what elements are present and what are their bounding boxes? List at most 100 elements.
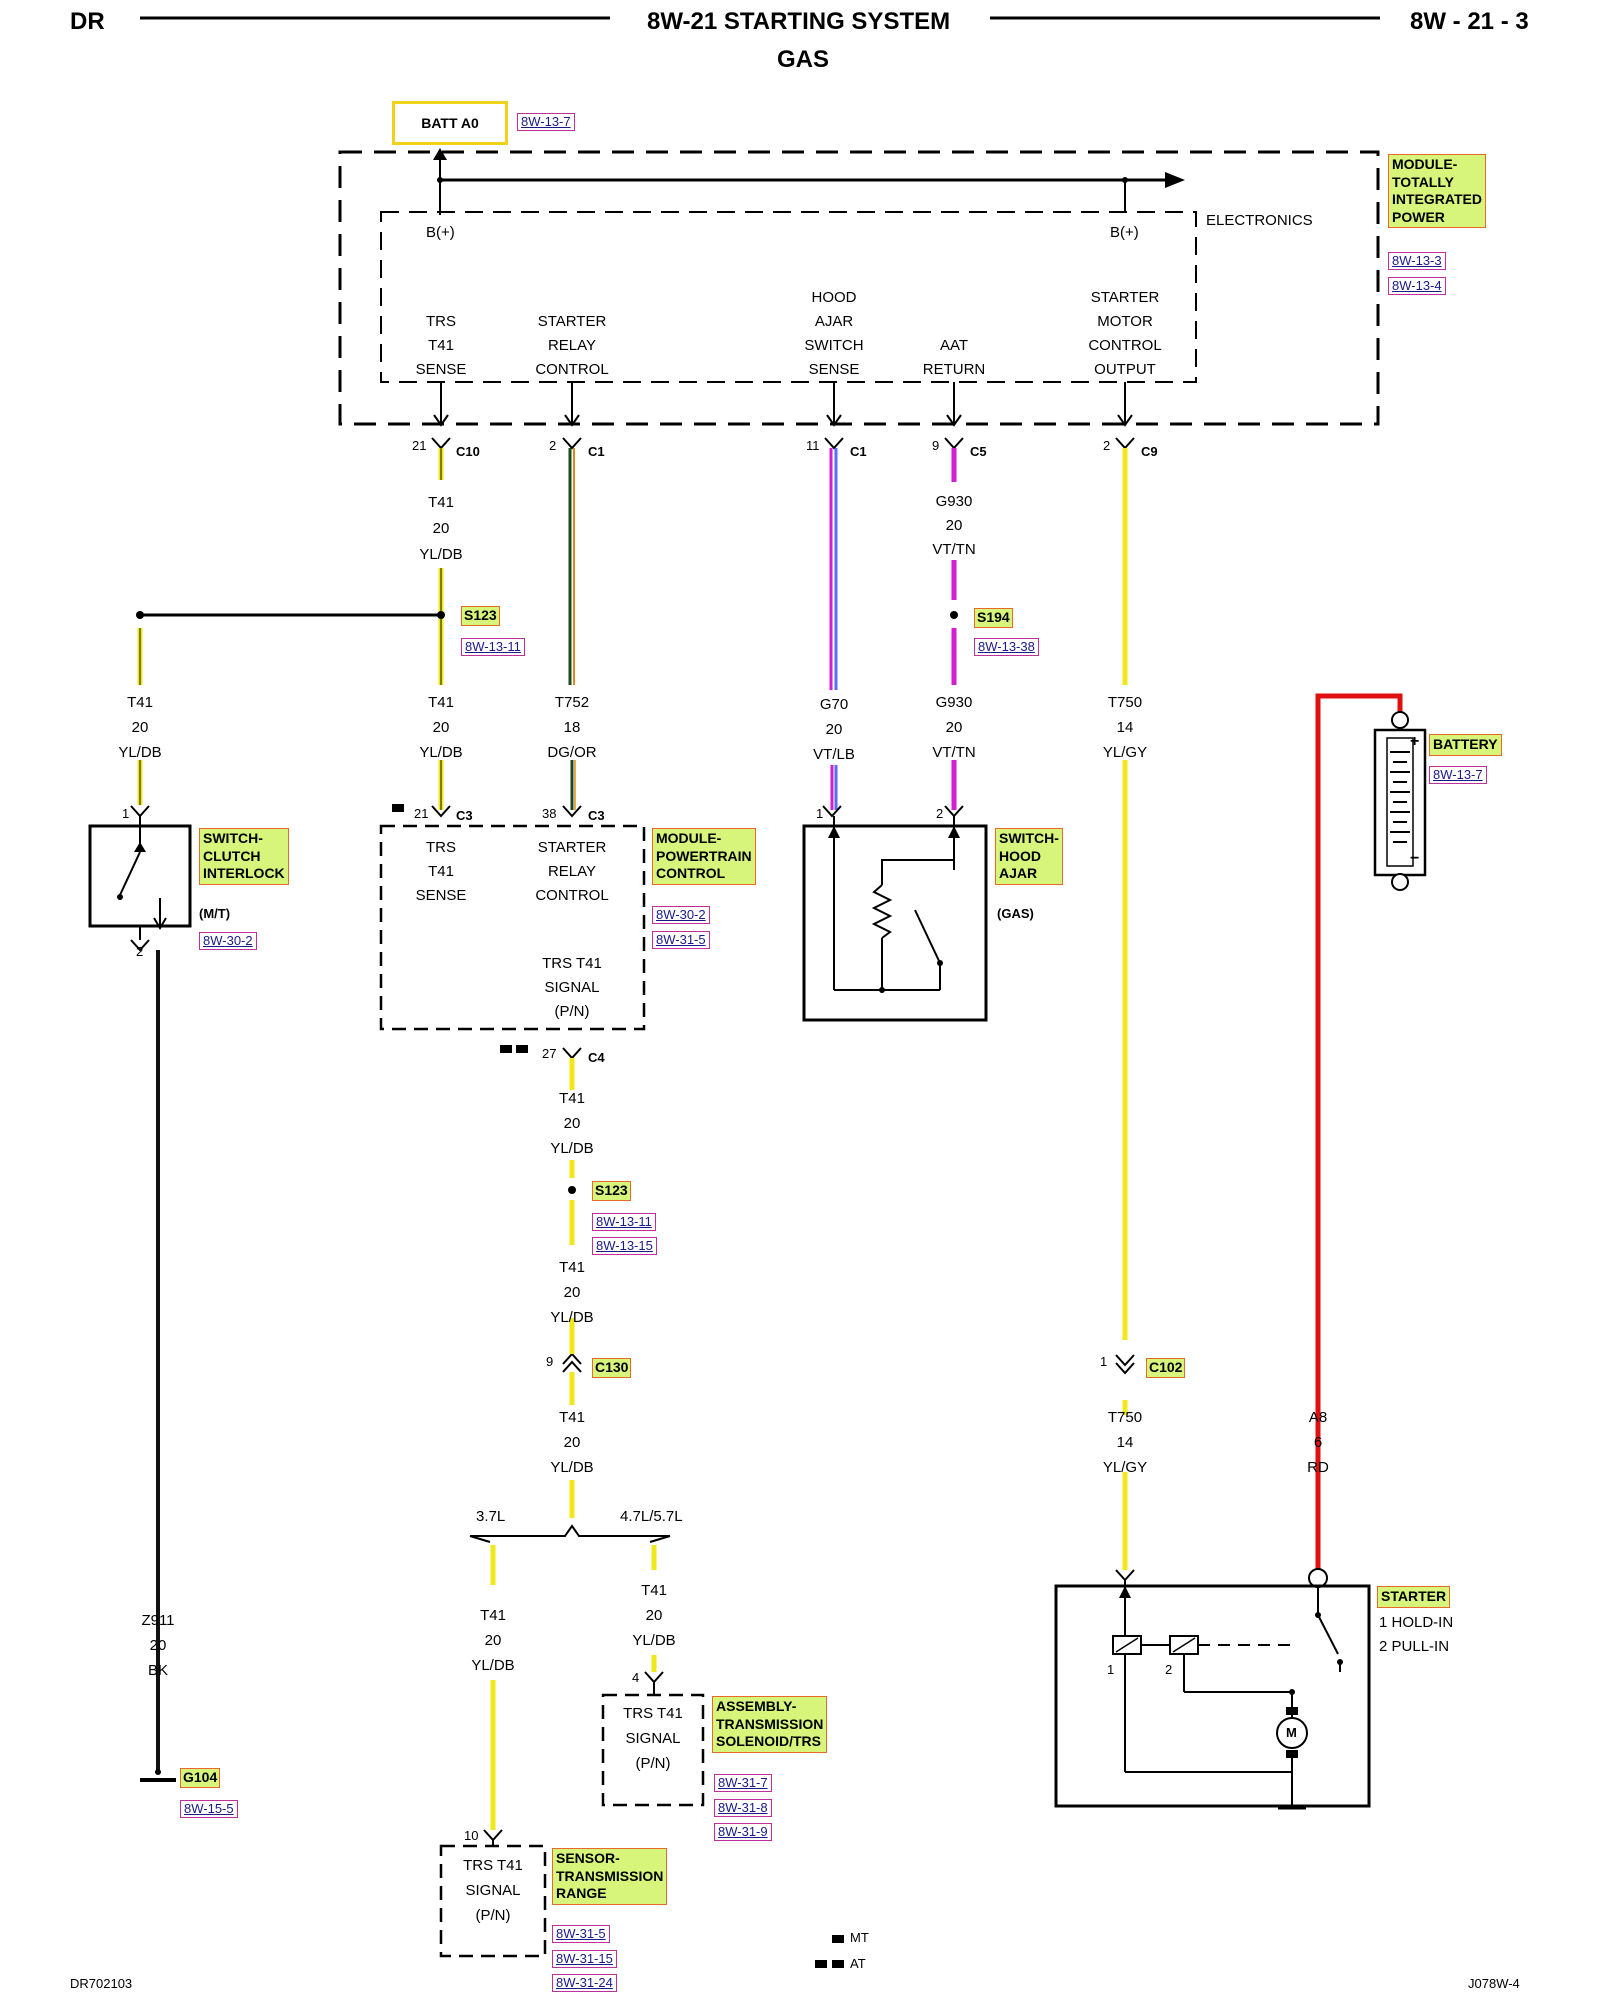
wire-t41-mid: T41 20 YL/DB [419,694,463,761]
c130-pin: 9 [546,1354,554,1369]
trs-solenoid-pin: 4 [632,1670,640,1685]
trs-sensor-text: TRS T41 SIGNAL (P/N) [463,1857,523,1924]
tipm-label: MODULE- TOTALLY INTEGRATED POWER [1388,154,1486,228]
wire-t752: T752 18 DG/OR [547,694,597,761]
wire-t750-bot: T750 14 YL/GY [1102,1409,1148,1476]
s123-bot-ref-1[interactable]: 8W-13-11 [592,1213,656,1231]
s123-bot-name: S123 [592,1181,631,1201]
branch-47: 4.7L/5.7L [620,1508,683,1525]
trs-solenoid-label: ASSEMBLY- TRANSMISSION SOLENOID/TRS [712,1696,828,1753]
page-title: 8W-21 STARTING SYSTEM [647,8,951,35]
c4-pin: 27 [542,1046,557,1061]
clutch-note: (M/T) [199,906,231,921]
s123-bot-ref-2[interactable]: 8W-13-15 [592,1237,657,1255]
c3a-name: C3 [456,808,473,823]
c1b-pin: 11 [806,438,820,453]
pcm-label: MODULE- POWERTRAIN CONTROL [652,828,756,885]
battery-ref[interactable]: 8W-13-7 [1429,766,1487,784]
wire-t41-37: T41 20 YL/DB [471,1607,515,1674]
bplus-left: B(+) [426,224,455,241]
tipm-ref-2[interactable]: 8W-13-4 [1388,277,1446,295]
wire-t41-c10: T41 20 YL/DB [419,494,463,563]
wire-z911: Z911 20 BK [141,1612,175,1679]
c1b-name: C1 [850,444,867,459]
pcm-ref-2[interactable]: 8W-31-5 [652,931,710,949]
c9-name: C9 [1141,444,1158,459]
clutch-ref[interactable]: 8W-30-2 [199,932,257,950]
c9-pin: 2 [1103,438,1111,453]
c10-pin: 21 [412,438,427,453]
battery-label: BATTERY [1429,734,1502,756]
tipm-ref-1[interactable]: 8W-13-3 [1388,252,1446,270]
s123-top-ref[interactable]: 8W-13-11 [461,638,525,656]
wire-t41-c4: T41 20 YL/DB [550,1090,594,1157]
trs-sensor-pin: 10 [464,1828,479,1843]
tipm-pin-trs: TRS T41 SENSE [415,313,467,378]
bplus-right: B(+) [1110,224,1139,241]
batt-a0-label: BATT A0 [392,101,508,145]
wire-g70: G70 20 VT/LB [813,696,855,763]
wire-t41-left: T41 20 YL/DB [118,694,162,761]
trs-solenoid-ref-2[interactable]: 8W-31-8 [714,1799,772,1817]
c102-name: C102 [1146,1358,1186,1378]
starter-hold: 1 HOLD-IN [1379,1614,1454,1631]
wire-t41-c130: T41 20 YL/DB [550,1409,594,1476]
pcm-trs-signal: TRS T41 SIGNAL (P/N) [542,955,602,1020]
trs-solenoid-ref-1[interactable]: 8W-31-7 [714,1774,772,1792]
c1a-pin: 2 [549,438,557,453]
starter-pull: 2 PULL-IN [1379,1638,1450,1655]
batt-ref[interactable]: 8W-13-7 [517,113,575,131]
footer-right: J078W-4 [1468,1976,1520,1991]
hood-pin-2: 2 [936,806,944,821]
g104-ref[interactable]: 8W-15-5 [180,1800,238,1818]
g104-name: G104 [180,1768,221,1788]
branch-37: 3.7L [476,1508,506,1525]
c3b-name: C3 [588,808,605,823]
c3a-pin: 21 [414,806,429,821]
trs-sensor-ref-3[interactable]: 8W-31-24 [552,1974,617,1992]
c3b-pin: 38 [542,806,557,821]
c5-name: C5 [970,444,987,459]
c4-name: C4 [588,1050,605,1065]
wire-g930-top: G930 20 VT/TN [932,493,976,558]
tipm-pin-starter-relay: STARTER RELAY CONTROL [535,313,609,378]
trs-sensor-ref-2[interactable]: 8W-31-15 [552,1950,617,1968]
battery-plus: + [1410,733,1420,750]
battery-minus: − [1410,850,1420,867]
tipm-pin-smc: STARTER MOTOR CONTROL OUTPUT [1088,289,1162,378]
clutch-pin-top: 1 [122,806,130,821]
s194-ref[interactable]: 8W-13-38 [974,638,1039,656]
wire-t750-top: T750 14 YL/GY [1102,694,1148,761]
starter-coil-2: 2 [1165,1662,1173,1677]
c130-name: C130 [592,1358,632,1378]
wire-a8: A8 6 RD [1307,1409,1329,1476]
starter-motor: M [1286,1725,1297,1740]
header-left: DR [70,8,105,35]
pcm-ref-1[interactable]: 8W-30-2 [652,906,710,924]
starter-coil-1: 1 [1107,1662,1115,1677]
page-subtitle: GAS [777,46,830,73]
c10-name: C10 [456,444,480,459]
c102-pin: 1 [1100,1354,1108,1369]
clutch-pin-bot: 2 [136,944,144,959]
legend-mt: MT [850,1930,869,1945]
wire-g930-bot: G930 20 VT/TN [932,694,976,761]
c1a-name: C1 [588,444,605,459]
clutch-label: SWITCH- CLUTCH INTERLOCK [199,828,289,885]
hood-pin-1: 1 [816,806,824,821]
c5-pin: 9 [932,438,940,453]
page-number: 8W - 21 - 3 [1410,8,1529,35]
s123-top-name: S123 [461,606,500,626]
trs-solenoid-text: TRS T41 SIGNAL (P/N) [623,1705,683,1772]
trs-solenoid-ref-3[interactable]: 8W-31-9 [714,1823,772,1841]
legend-at: AT [850,1956,866,1971]
tipm-pin-aat: AAT RETURN [922,337,986,378]
pcm-trs: TRS T41 SENSE [415,839,467,904]
trs-sensor-ref-1[interactable]: 8W-31-5 [552,1925,610,1943]
footer-left: DR702103 [70,1976,133,1991]
electronics-label: ELECTRONICS [1206,212,1313,229]
trs-sensor-label: SENSOR- TRANSMISSION RANGE [552,1848,668,1905]
hood-note: (GAS) [997,906,1034,921]
tipm-pin-hood: HOOD AJAR SWITCH SENSE [804,289,864,378]
